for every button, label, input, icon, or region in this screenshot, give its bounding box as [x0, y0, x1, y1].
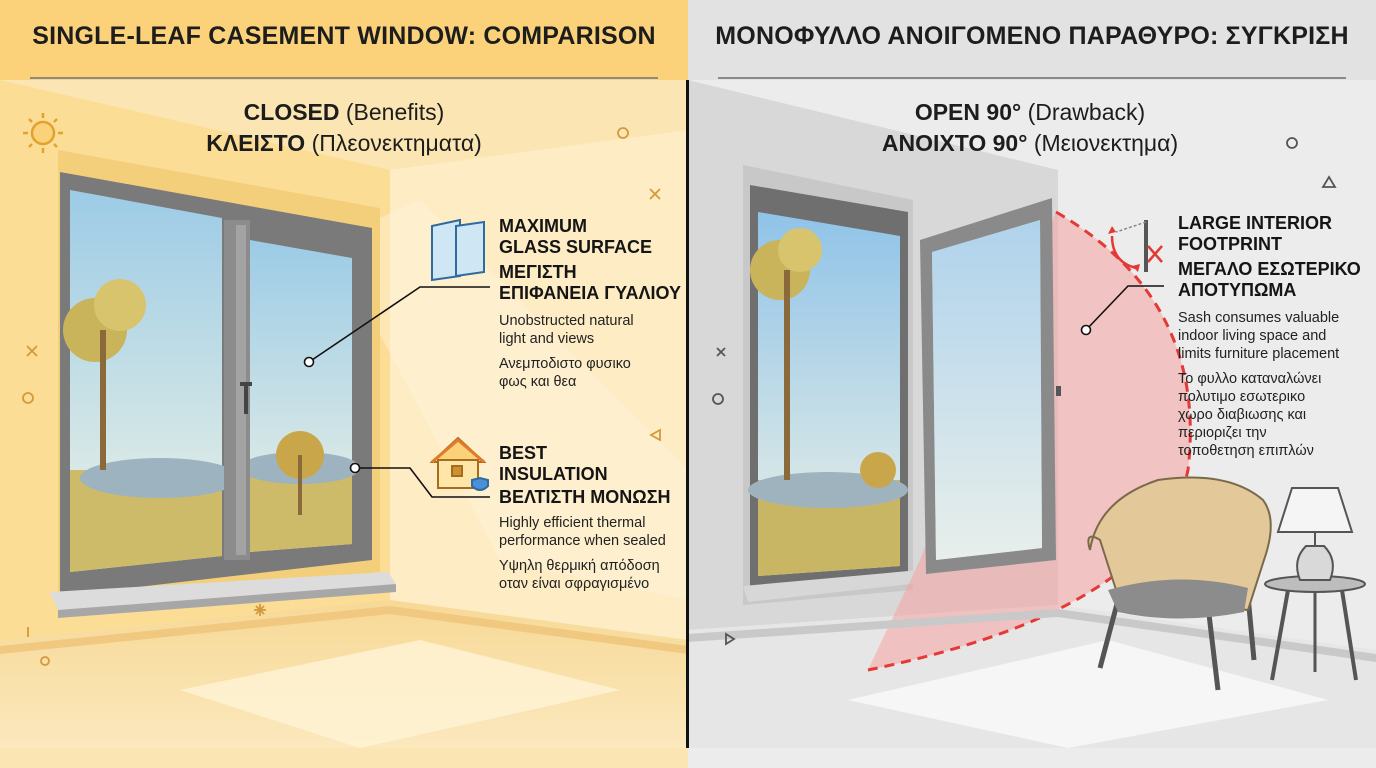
center-divider	[686, 80, 689, 748]
right-title-rule	[718, 77, 1346, 79]
footprint-leader	[1080, 285, 1164, 336]
footprint-desc-gr: Το φυλλο καταναλώνει πολυτιμο εσωτερικο …	[1178, 371, 1322, 459]
armchair	[1087, 476, 1272, 691]
decorative-sparkles	[22, 127, 661, 666]
window-glass-view	[63, 190, 360, 572]
closed-state-label-gr: ΚΛΕΙΣΤΟ	[206, 130, 306, 156]
left-main-title: SINGLE-LEAF CASEMENT WINDOW: COMPARISON	[32, 22, 656, 50]
open-state-label: OPEN 90°	[914, 99, 1022, 125]
closed-state-label: CLOSED	[243, 99, 340, 125]
open-room-illustration	[688, 80, 1376, 748]
left-title-rule	[30, 77, 658, 79]
footprint-desc-en: Sash consumes valuable indoor living spa…	[1178, 310, 1340, 362]
closed-state-title: CLOSED (Benefits)	[0, 98, 688, 127]
open-state-title: OPEN 90° (Drawback)	[688, 98, 1374, 127]
glass-surface-desc-en: Unobstructed natural light and views	[499, 313, 634, 347]
insulation-title-en: BEST INSULATION	[499, 443, 608, 484]
sun-icon	[23, 113, 63, 153]
side-table-lamp	[1264, 487, 1366, 681]
right-header-bar	[688, 0, 1376, 80]
closed-window-panel: SINGLE-LEAF CASEMENT WINDOW: COMPARISON …	[0, 0, 688, 768]
closed-state-paren: (Benefits)	[345, 99, 445, 125]
left-header-bar	[0, 0, 688, 80]
open-window-panel: ΜΟΝΟΦΥΛΛΟ ΑΝΟΙΓΟΜΕΝΟ ΠΑΡΑΘΥΡΟ: ΣΥΓΚΡΙΣΗ …	[688, 0, 1376, 768]
footprint-title-gr: ΜΕΓΑΛΟ ΕΣΩΤΕΡΙΚΟ ΑΠΟΤΥΠΩΜΑ	[1178, 259, 1361, 300]
window-panes-icon	[431, 218, 485, 282]
swing-arc	[867, 210, 1192, 672]
open-window-view	[748, 212, 908, 576]
glass-surface-desc-gr: Ανεμποδιστο φυσικο φως και θεα	[499, 356, 631, 390]
closed-state-paren-gr: (Πλεονεκτηματα)	[311, 130, 482, 156]
open-state-title-gr: ΑΝΟΙΧΤΟ 90° (Μειονεκτημα)	[688, 129, 1374, 158]
glass-surface-title-gr: ΜΕΓΙΣΤΗ ΕΠΙΦΑΝΕΙΑ ΓΥΑΛΙΟΥ	[499, 262, 682, 303]
insulated-house-icon	[429, 436, 489, 491]
decorative-marks	[712, 137, 1337, 646]
open-state-label-gr: ΑΝΟΙΧΤΟ 90°	[881, 130, 1028, 156]
insulation-desc-en: Highly efficient thermal performance whe…	[499, 515, 666, 549]
closed-room-illustration	[0, 80, 688, 748]
closed-state-title-gr: ΚΛΕΙΣΤΟ (Πλεονεκτηματα)	[0, 129, 688, 158]
callout-leaders	[303, 286, 490, 498]
swing-arc-icon	[1108, 220, 1163, 272]
right-main-title: ΜΟΝΟΦΥΛΛΟ ΑΝΟΙΓΟΜΕΝΟ ΠΑΡΑΘΥΡΟ: ΣΥΓΚΡΙΣΗ	[715, 22, 1349, 50]
glass-surface-title-en: MAXIMUM GLASS SURFACE	[499, 216, 653, 257]
insulation-desc-gr: Υψηλη θερμική απόδοση οταν είναι σφραγισ…	[499, 558, 660, 592]
open-sash	[920, 198, 1061, 574]
open-state-paren: (Drawback)	[1027, 99, 1146, 125]
open-state-paren-gr: (Μειονεκτημα)	[1033, 130, 1179, 156]
footprint-title-en: LARGE INTERIOR FOOTPRINT	[1178, 213, 1333, 254]
insulation-title-gr: ΒΕΛΤΙΣΤΗ ΜΟΝΩΣΗ	[499, 487, 671, 507]
